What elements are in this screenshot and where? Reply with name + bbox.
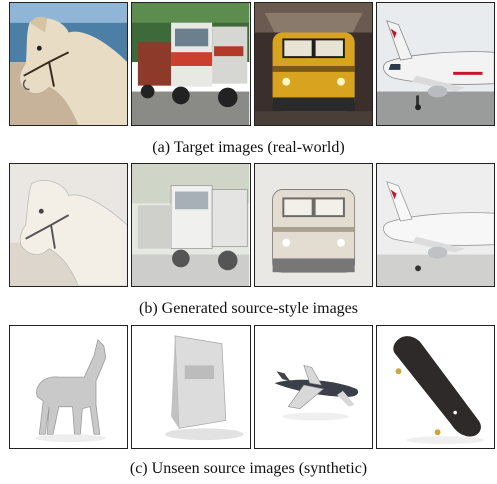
generated-airplane-image xyxy=(375,163,495,287)
target-truck-image xyxy=(131,2,251,126)
generated-truck-image xyxy=(131,163,251,287)
generated-train-image xyxy=(253,163,373,287)
generated-horse-image xyxy=(9,163,129,287)
unseen-horse-image xyxy=(9,325,129,449)
generated-images-row xyxy=(9,163,495,287)
generated-images-caption: (b) Generated source-style images xyxy=(138,300,358,317)
unseen-images-row xyxy=(9,325,495,449)
target-horse-image xyxy=(9,2,129,126)
target-train-image xyxy=(253,2,373,126)
unseen-skateboard-image xyxy=(375,325,495,449)
unseen-airplane-image xyxy=(253,325,373,449)
target-images-row xyxy=(9,2,495,126)
target-airplane-image xyxy=(375,2,495,126)
unseen-truck-image xyxy=(131,325,251,449)
unseen-images-caption: (c) Unseen source images (synthetic) xyxy=(129,460,368,477)
target-images-caption: (a) Target images (real-world) xyxy=(152,139,345,156)
